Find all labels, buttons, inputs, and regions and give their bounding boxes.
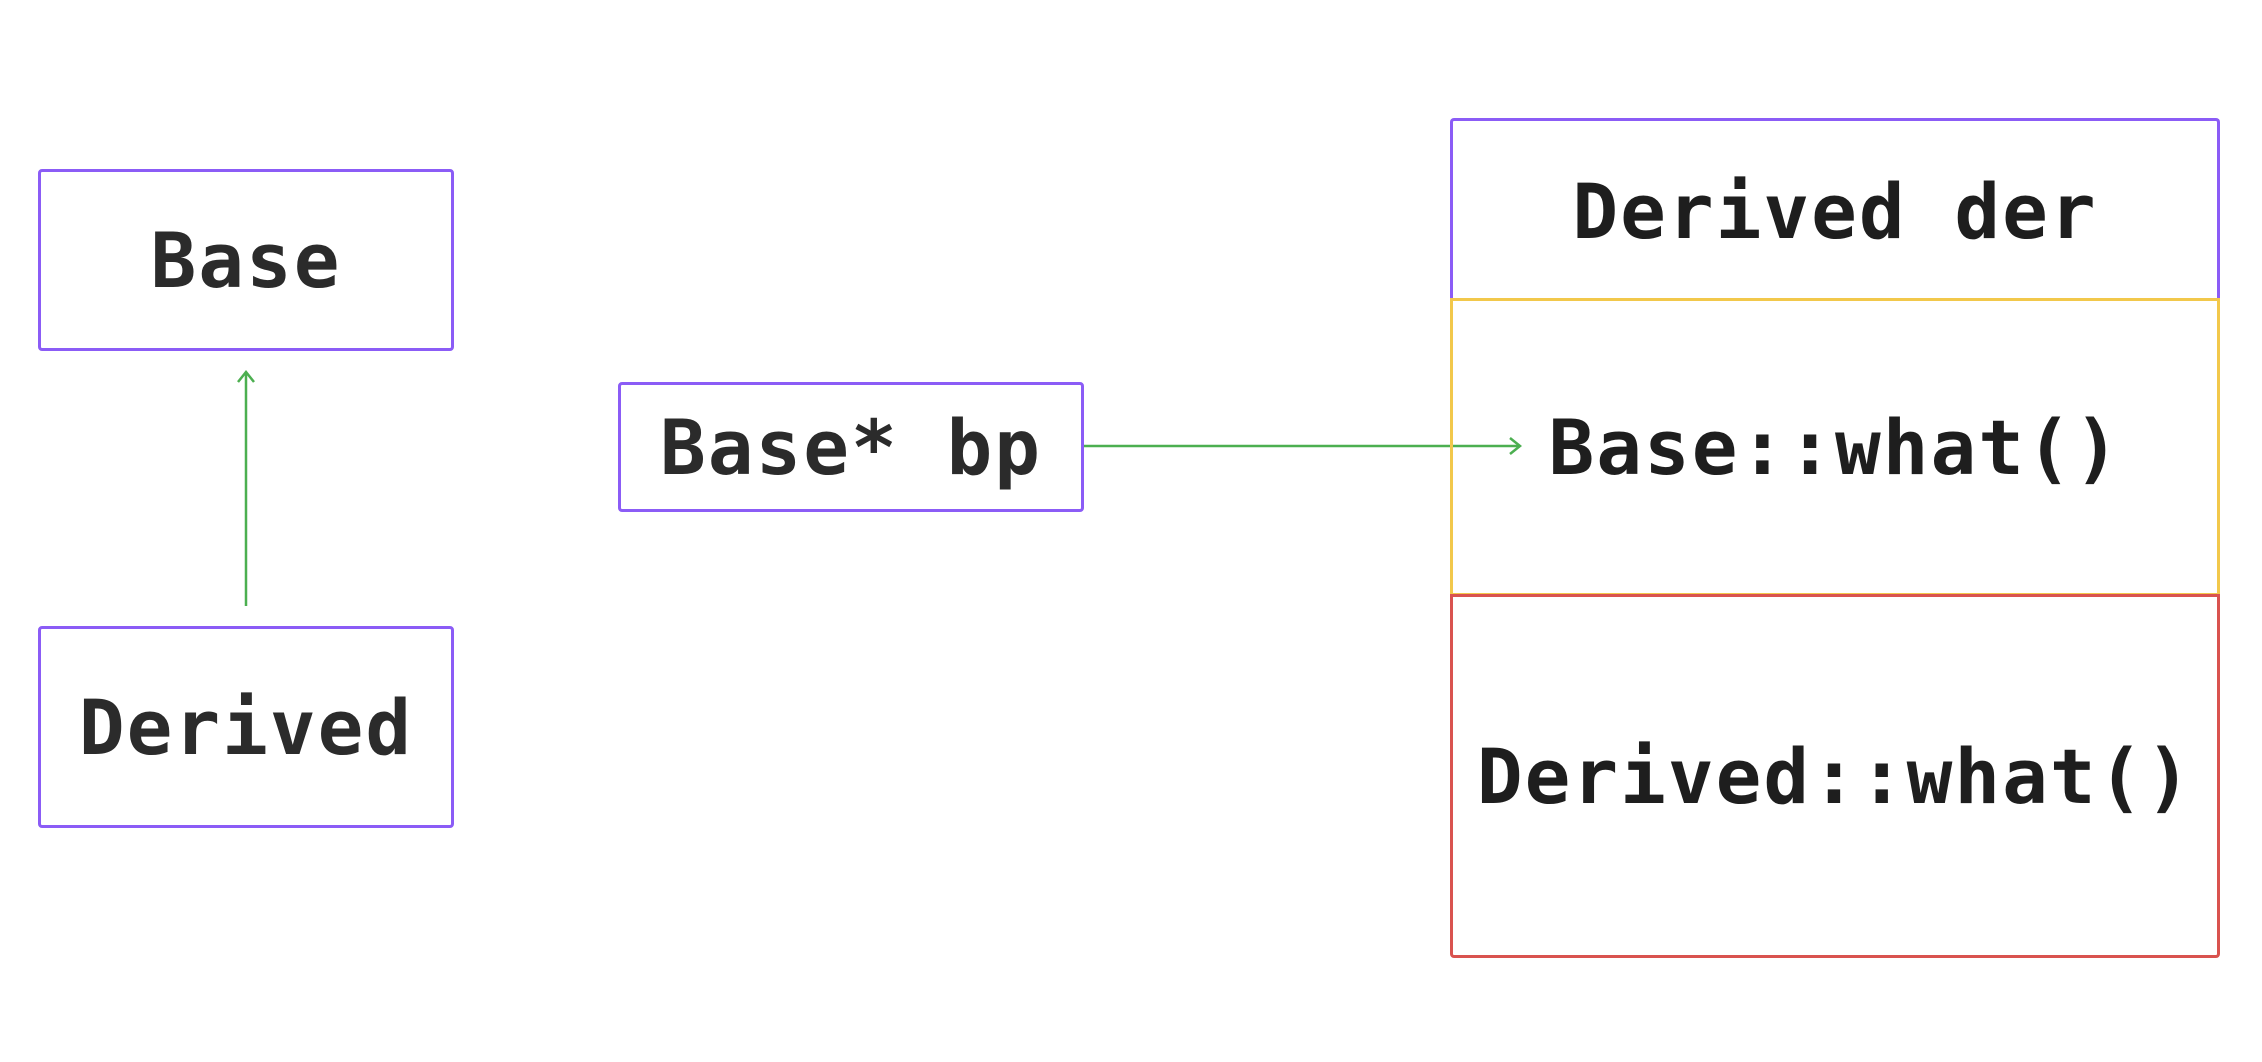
derived-class-box: Derived bbox=[38, 626, 454, 828]
base-subobject-section: Base::what() bbox=[1450, 298, 2220, 596]
base-pointer-box: Base* bp bbox=[618, 382, 1084, 512]
derived-part-section: Derived::what() bbox=[1450, 594, 2220, 958]
derived-class-label: Derived bbox=[78, 682, 414, 772]
base-class-box: Base bbox=[38, 169, 454, 351]
pointer-arrowhead bbox=[1509, 437, 1523, 455]
base-class-label: Base bbox=[150, 215, 342, 305]
derived-method-label: Derived::what() bbox=[1476, 731, 2194, 821]
base-method-label: Base::what() bbox=[1548, 402, 2122, 492]
base-pointer-label: Base* bp bbox=[659, 402, 1043, 492]
inheritance-arrowhead bbox=[237, 369, 255, 383]
derived-object-header: Derived der bbox=[1450, 118, 2220, 302]
derived-object-label: Derived der bbox=[1572, 167, 2098, 256]
